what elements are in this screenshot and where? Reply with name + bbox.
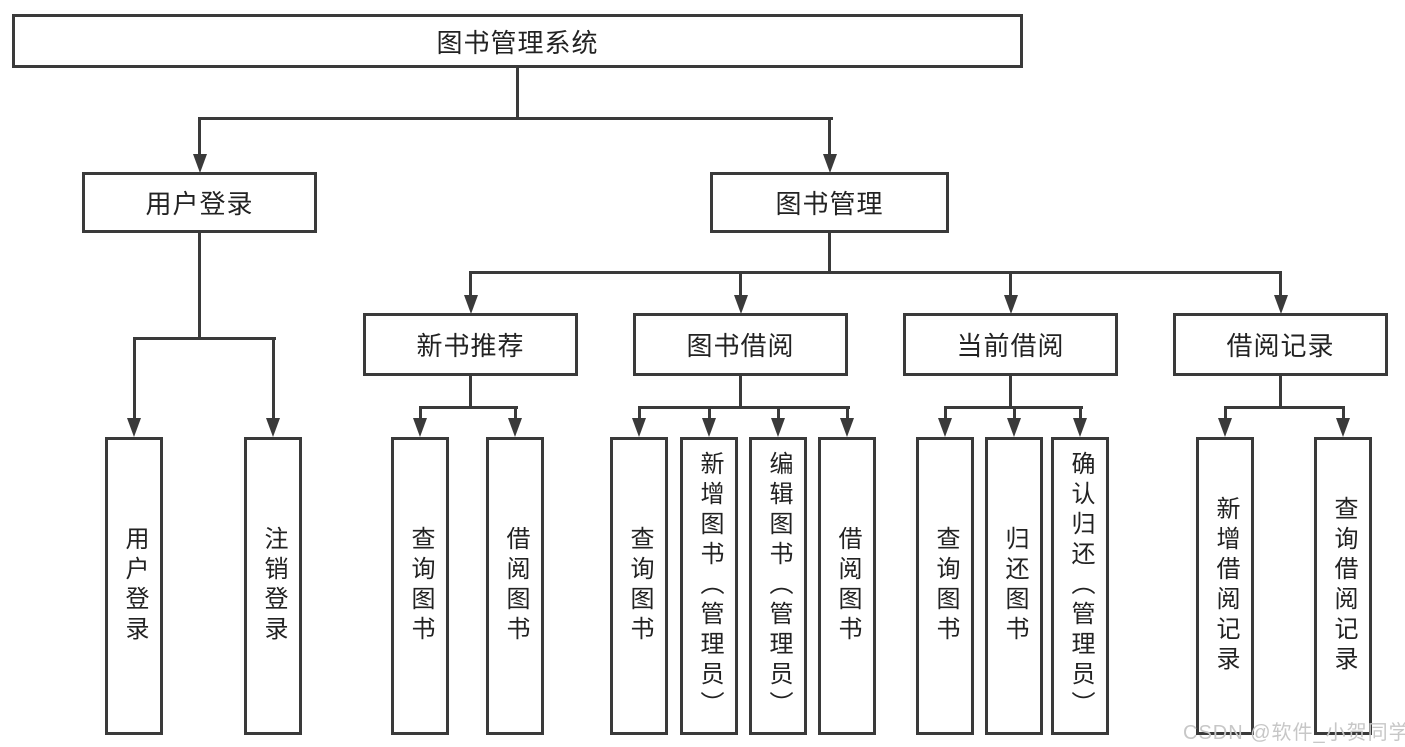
connector-user-login-stem: [198, 233, 201, 339]
leaf-query-books-borrowing: 查询图书: [610, 437, 668, 735]
leaf-edit-books-admin: 编辑图书（管理员）: [749, 437, 807, 735]
leaf-edit-books-admin-label: 编辑图书（管理员）: [765, 451, 792, 721]
arrowhead-leaf: [771, 418, 785, 437]
arrowhead-book-borrow: [734, 295, 748, 314]
leaf-logout: 注销登录: [244, 437, 302, 735]
node-new-book-recommendation: 新书推荐: [363, 313, 578, 376]
connector-level3-drop: [1009, 271, 1012, 299]
connector-root-stem: [516, 66, 519, 119]
leaf-query-books-borrowing-label: 查询图书: [626, 526, 653, 646]
leaf-add-borrowing-record-label: 新增借阅记录: [1212, 496, 1239, 676]
arrowhead-leaf: [508, 418, 522, 437]
connector-group-bar: [1224, 406, 1345, 409]
arrowhead-user-login: [193, 154, 207, 173]
node-new-book-recommendation-label: 新书推荐: [416, 331, 525, 361]
connector-leaf-drop: [944, 406, 947, 420]
node-book-management-label: 图书管理: [775, 189, 884, 219]
arrowhead-borrow-records: [1274, 295, 1288, 314]
leaf-query-borrowing-record-label: 查询借阅记录: [1330, 496, 1357, 676]
node-current-borrowing: 当前借阅: [903, 313, 1118, 376]
leaf-return-books: 归还图书: [985, 437, 1043, 735]
leaf-add-borrowing-record: 新增借阅记录: [1196, 437, 1254, 735]
arrowhead-leaf: [1007, 418, 1021, 437]
node-book-management: 图书管理: [710, 172, 949, 233]
connector-leaf-drop: [272, 337, 275, 420]
arrowhead-new-book: [464, 295, 478, 314]
leaf-query-books-current-label: 查询图书: [932, 526, 959, 646]
connector-group-bar: [419, 406, 518, 409]
connector-leaf-drop: [708, 406, 711, 420]
leaf-add-books-admin-label: 新增图书（管理员）: [696, 451, 723, 721]
node-library-management-system-label: 图书管理系统: [436, 27, 599, 58]
connector-level2-bar: [198, 117, 833, 120]
leaf-logout-label: 注销登录: [260, 526, 287, 646]
arrowhead-leaf: [127, 418, 141, 437]
arrowhead-leaf: [266, 418, 280, 437]
arrowhead-leaf: [413, 418, 427, 437]
leaf-query-books-recommend: 查询图书: [391, 437, 449, 735]
connector-group-stem: [1009, 376, 1012, 408]
connector-leaf-drop: [133, 337, 136, 420]
connector-leaf-drop: [1079, 406, 1082, 420]
arrowhead-book-mgmt: [823, 154, 837, 173]
node-borrowing-records-label: 借阅记录: [1226, 331, 1335, 361]
arrowhead-leaf: [1218, 418, 1232, 437]
leaf-confirm-return-admin: 确认归还（管理员）: [1051, 437, 1109, 735]
node-current-borrowing-label: 当前借阅: [956, 331, 1065, 361]
node-library-management-system: 图书管理系统: [12, 14, 1023, 68]
connector-level3-drop: [469, 271, 472, 299]
connector-level3-bar: [469, 271, 1282, 274]
connector-level3-drop: [739, 271, 742, 299]
connector-group-bar: [638, 406, 850, 409]
arrowhead-current-borrow: [1004, 295, 1018, 314]
leaf-query-borrowing-record: 查询借阅记录: [1314, 437, 1372, 735]
leaf-query-books-current: 查询图书: [916, 437, 974, 735]
connector-user-login-bar: [133, 337, 276, 340]
arrowhead-leaf: [840, 418, 854, 437]
leaf-add-books-admin: 新增图书（管理员）: [680, 437, 738, 735]
leaf-borrow-books-borrowing: 借阅图书: [818, 437, 876, 735]
node-user-login-label: 用户登录: [145, 189, 254, 219]
connector-leaf-drop: [514, 406, 517, 420]
connector-book-mgmt-drop: [828, 117, 831, 155]
connector-leaf-drop: [846, 406, 849, 420]
arrowhead-leaf: [702, 418, 716, 437]
connector-leaf-drop: [638, 406, 641, 420]
leaf-user-login-label: 用户登录: [121, 526, 148, 646]
leaf-borrow-books-recommend-label: 借阅图书: [502, 526, 529, 646]
leaf-return-books-label: 归还图书: [1001, 526, 1028, 646]
connector-leaf-drop: [1224, 406, 1227, 420]
csdn-watermark: CSDN @软件_小贺同学: [1183, 722, 1405, 744]
node-book-borrowing: 图书借阅: [633, 313, 848, 376]
leaf-user-login: 用户登录: [105, 437, 163, 735]
connector-group-stem: [469, 376, 472, 408]
connector-leaf-drop: [419, 406, 422, 420]
connector-group-stem: [739, 376, 742, 408]
leaf-borrow-books-recommend: 借阅图书: [486, 437, 544, 735]
node-borrowing-records: 借阅记录: [1173, 313, 1388, 376]
arrowhead-leaf: [1336, 418, 1350, 437]
connector-leaf-drop: [1342, 406, 1345, 420]
arrowhead-leaf: [1073, 418, 1087, 437]
arrowhead-leaf: [938, 418, 952, 437]
arrowhead-leaf: [632, 418, 646, 437]
node-book-borrowing-label: 图书借阅: [686, 331, 795, 361]
connector-book-mgmt-stem: [828, 233, 831, 273]
connector-level3-drop: [1279, 271, 1282, 299]
node-user-login: 用户登录: [82, 172, 317, 233]
leaf-confirm-return-admin-label: 确认归还（管理员）: [1067, 451, 1094, 721]
connector-user-login-drop: [198, 117, 201, 155]
connector-leaf-drop: [1013, 406, 1016, 420]
leaf-borrow-books-borrowing-label: 借阅图书: [834, 526, 861, 646]
connector-group-stem: [1279, 376, 1282, 408]
leaf-query-books-recommend-label: 查询图书: [407, 526, 434, 646]
connector-leaf-drop: [777, 406, 780, 420]
